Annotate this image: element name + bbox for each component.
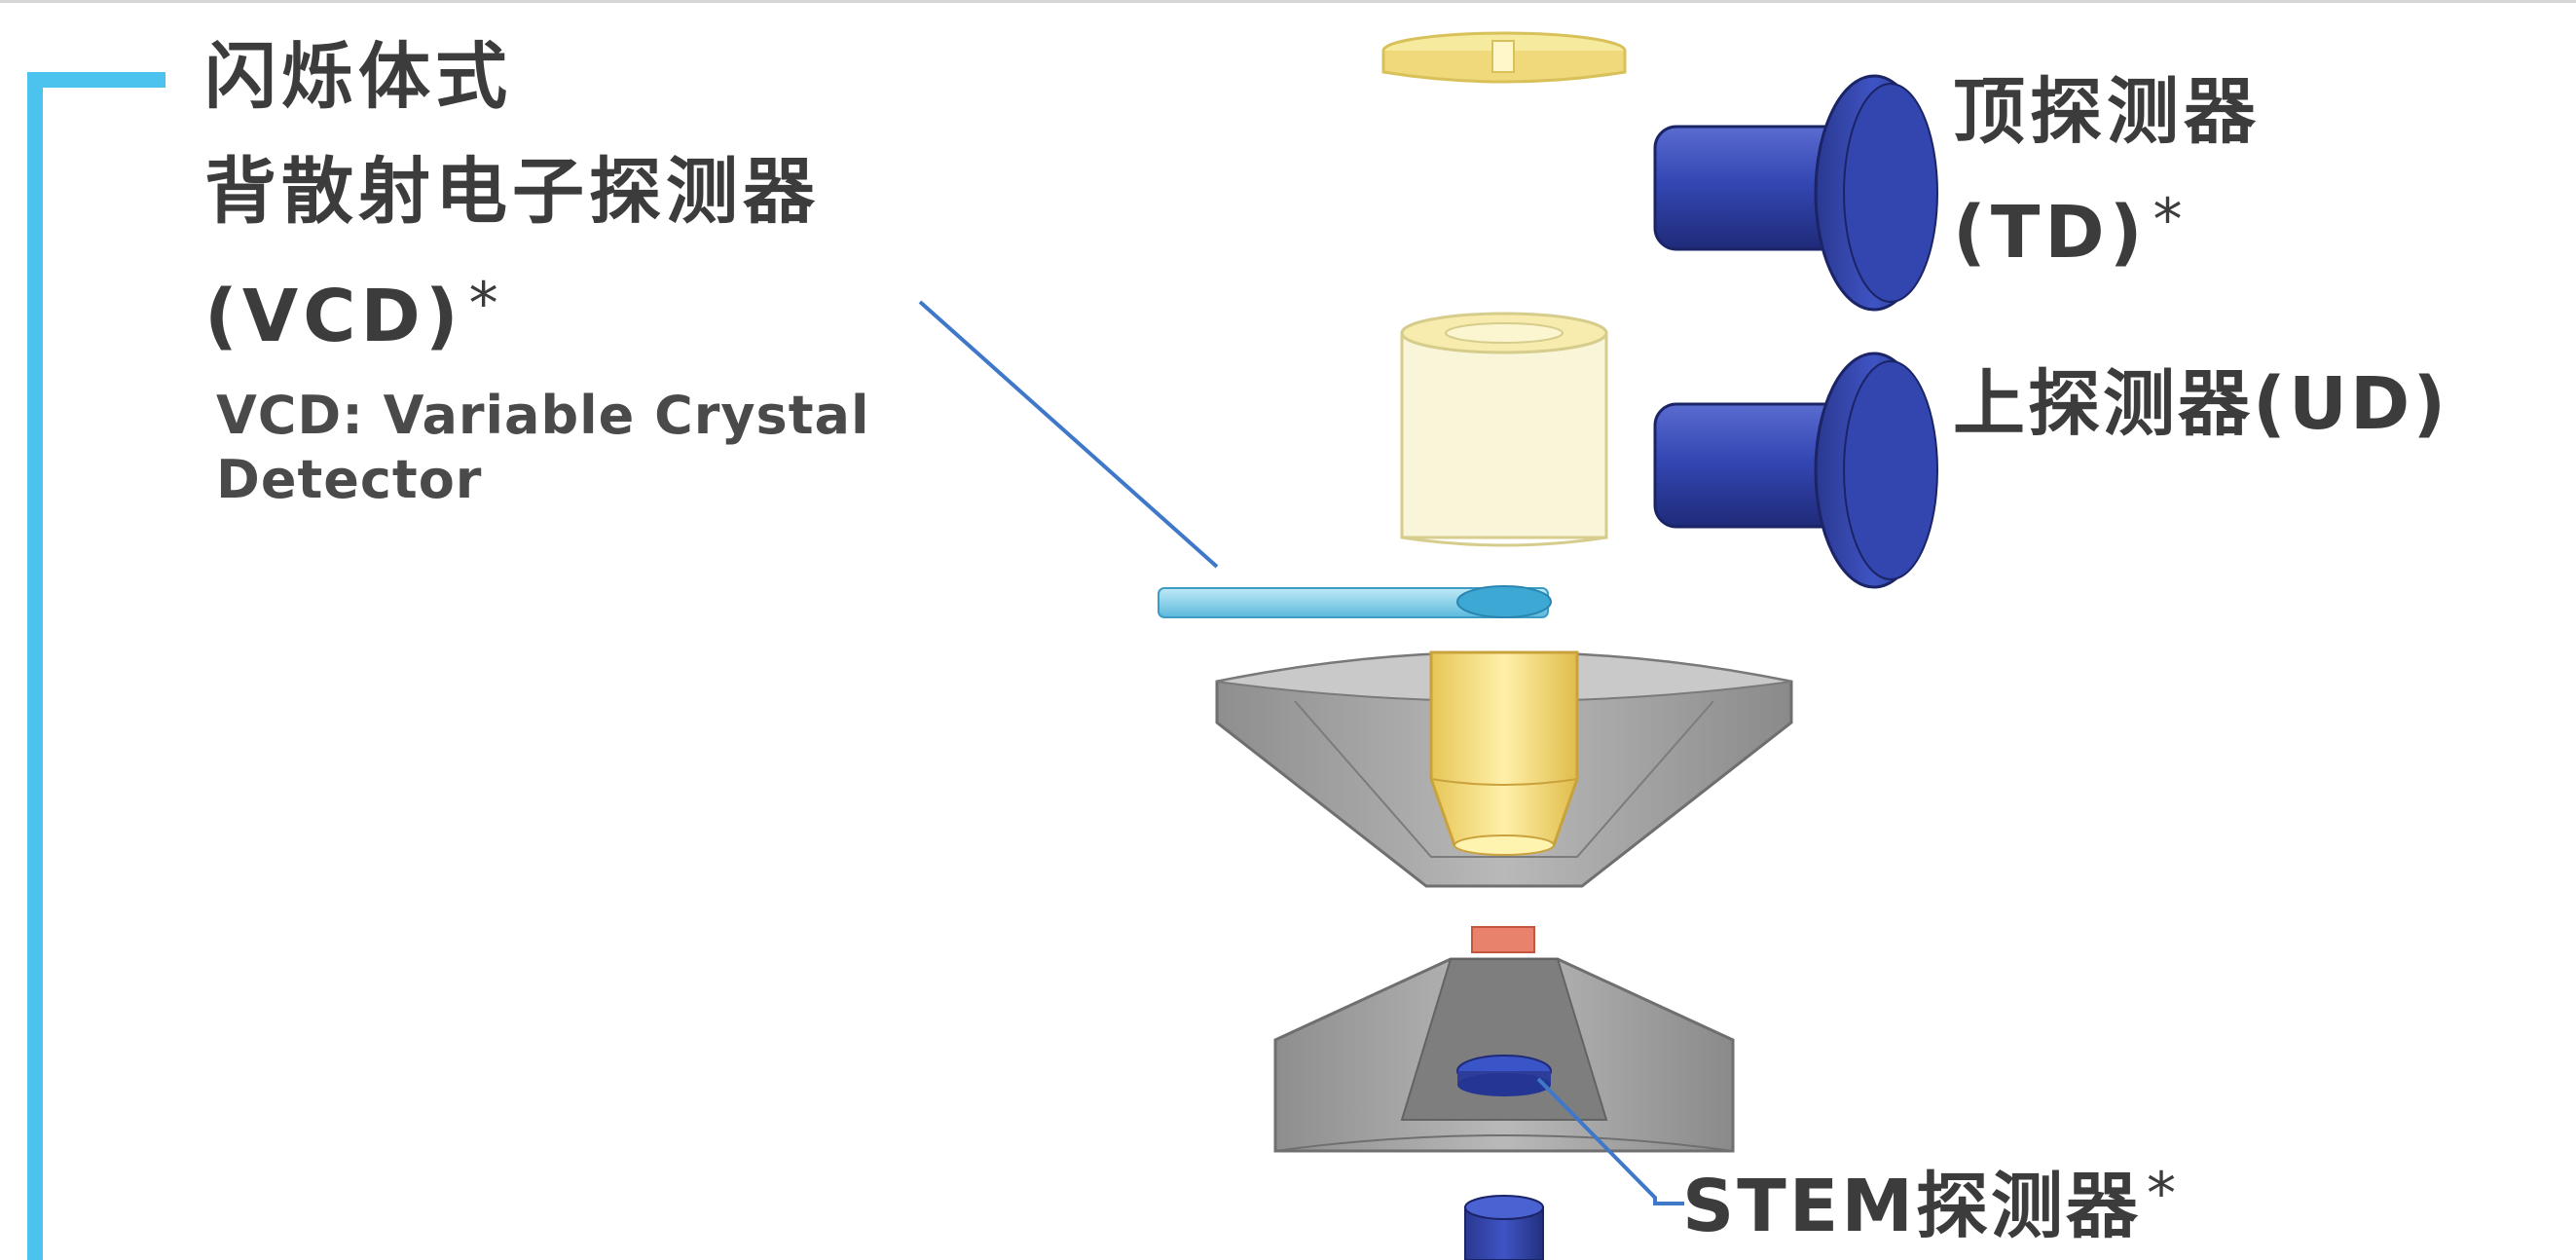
vcd-desc-line2: Detector <box>216 449 483 510</box>
top-border <box>0 0 2576 3</box>
stem-label: STEM探测器* <box>1682 1160 2179 1248</box>
td-label-line1: 顶探测器 <box>1953 70 2261 154</box>
upper-pole-piece <box>1215 650 1793 888</box>
vcd-label-line3: (VCD)* <box>204 270 503 358</box>
sample <box>1471 926 1535 953</box>
crystal-cylinder <box>1400 312 1608 547</box>
ud-label: 上探测器(UD) <box>1953 362 2449 446</box>
stem-leader-line <box>1536 1077 1684 1205</box>
vcd-leader-line <box>918 300 1219 569</box>
stem-detector <box>1464 1195 1544 1260</box>
td-label-line2: (TD)* <box>1953 186 2188 275</box>
vcd-desc-line1: VCD: Variable Crystal <box>216 385 870 446</box>
vcd-bracket <box>27 72 166 1260</box>
vcd-label-line1: 闪烁体式 <box>204 35 512 119</box>
top-detector <box>1653 74 1938 312</box>
lower-pole-piece <box>1273 957 1735 1153</box>
upper-detector <box>1653 352 1938 589</box>
top-yellow-disk <box>1381 31 1627 84</box>
vcd-plate <box>1158 585 1552 618</box>
vcd-label-line2: 背散射电子探测器 <box>204 150 820 234</box>
